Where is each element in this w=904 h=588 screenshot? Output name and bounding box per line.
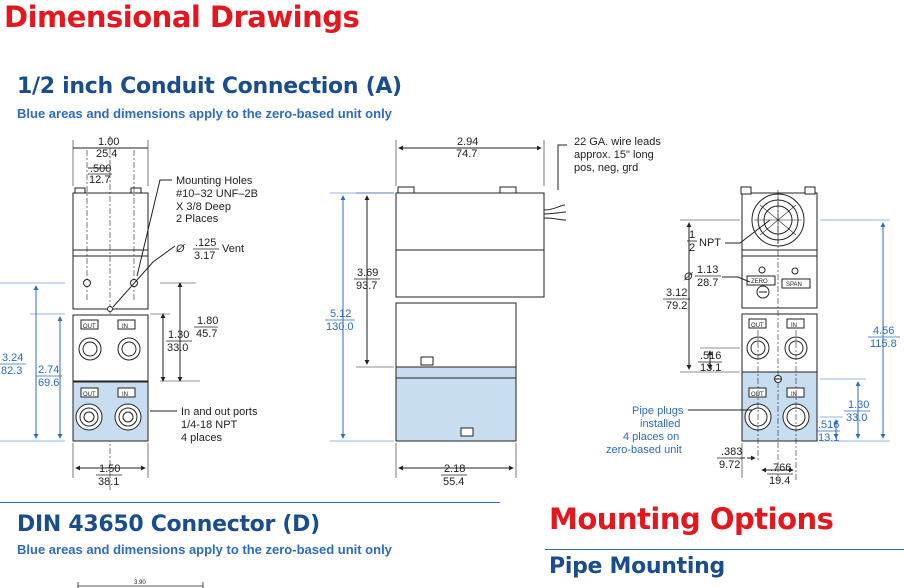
right-view-blue-dims xyxy=(820,219,890,442)
mounting-holes-line-3: X 3/8 Deep xyxy=(176,201,231,213)
right-h312-mm: 79.2 xyxy=(666,300,687,312)
right-h312-in: 3.12 xyxy=(666,287,687,299)
right-dia-mm: 28.7 xyxy=(697,277,718,289)
wire-note-1: 22 GA. wire leads xyxy=(574,136,661,148)
right-w766-mm: 19.4 xyxy=(769,475,790,487)
left-h324-mm: 82.3 xyxy=(1,365,22,377)
right-h456-in: 4.56 xyxy=(873,325,894,337)
left-half-in: .500 xyxy=(90,163,111,175)
pipe-mounting-title: Pipe Mounting xyxy=(549,554,725,579)
middle-h512-mm: 130.0 xyxy=(326,321,354,333)
middle-bottom-mm: 55.4 xyxy=(443,476,464,488)
right-view xyxy=(680,186,818,480)
mounting-options-title: Mounting Options xyxy=(549,502,834,536)
middle-bottom-in: 2.18 xyxy=(444,463,465,475)
left-port-in-label: IN xyxy=(122,324,128,330)
right-h516b-in: .516 xyxy=(818,419,839,431)
right-h516-mm: 13.1 xyxy=(700,362,721,374)
span-label: SPAN xyxy=(786,282,802,288)
left-half-mm: 12.7 xyxy=(89,174,110,186)
wire-note-3: pos, neg, grd xyxy=(574,162,638,174)
mounting-holes-line-1: Mounting Holes xyxy=(176,175,253,187)
right-port-in-label-blue: IN xyxy=(791,392,797,398)
mounting-divider xyxy=(545,549,904,550)
vent-in: .125 xyxy=(195,237,216,249)
vent-label: Vent xyxy=(222,243,244,255)
left-h180-in: 1.80 xyxy=(197,315,218,327)
left-bottom-in: 1.50 xyxy=(99,463,120,475)
middle-h369-mm: 93.7 xyxy=(356,280,377,292)
din-width-in: 3.90 xyxy=(134,580,146,586)
ports-line-2: 1/4-18 NPT xyxy=(181,419,238,431)
left-h180-mm: 45.7 xyxy=(196,328,217,340)
left-width-in: 1.00 xyxy=(98,136,119,148)
right-w766-in: .766 xyxy=(770,462,791,474)
mounting-holes-line-2: #10–32 UNF–2B xyxy=(176,188,258,200)
pipe-plugs-line-2: installed xyxy=(640,418,680,430)
left-h274-in: 2.74 xyxy=(38,364,59,376)
right-port-out-label-blue: OUT xyxy=(751,392,764,398)
right-dia-symbol: Ø xyxy=(683,271,694,283)
pipe-plugs-line-4: zero-based unit xyxy=(606,444,682,456)
right-port-in-label: IN xyxy=(791,323,797,329)
section-a-note: Blue areas and dimensions apply to the z… xyxy=(17,106,392,121)
left-port-out-label-blue: OUT xyxy=(83,392,96,398)
section-a-title: 1/2 inch Conduit Connection (A) xyxy=(17,74,402,99)
left-width-mm: 25.4 xyxy=(96,148,117,160)
din-view-partial xyxy=(77,582,204,588)
left-port-in-label-blue: IN xyxy=(122,392,128,398)
section-d-note: Blue areas and dimensions apply to the z… xyxy=(17,542,392,557)
right-h130-in: 1.30 xyxy=(848,399,869,411)
left-view xyxy=(72,136,200,490)
right-h130-mm: 33.0 xyxy=(846,412,867,424)
page-title: Dimensional Drawings xyxy=(4,0,360,34)
vent-mm: 3.17 xyxy=(194,250,215,262)
middle-view-blue-dims xyxy=(330,192,394,442)
section-d-title: DIN 43650 Connector (D) xyxy=(17,512,320,537)
right-port-out-label: OUT xyxy=(751,323,764,329)
middle-h369-in: 3.69 xyxy=(357,267,378,279)
left-h274-mm: 69.6 xyxy=(38,377,59,389)
ports-line-3: 4 places xyxy=(181,432,222,444)
zero-label: ZERO xyxy=(751,279,768,285)
right-dia-in: 1.13 xyxy=(697,264,718,276)
middle-width-in: 2.94 xyxy=(457,136,478,148)
wire-note-2: approx. 15" long xyxy=(574,149,654,161)
middle-h512-in: 5.12 xyxy=(330,308,351,320)
left-view-blue-dims xyxy=(0,282,65,442)
vent-diameter-symbol: Ø xyxy=(175,243,186,255)
ports-line-1: In and out ports xyxy=(181,406,258,418)
right-h516b-mm: 13.1 xyxy=(818,432,839,444)
pipe-plugs-line-3: 4 places on xyxy=(623,431,679,443)
right-h456-mm: 115.8 xyxy=(870,338,897,350)
middle-width-mm: 74.7 xyxy=(456,148,477,160)
left-h324-in: 3.24 xyxy=(2,352,23,364)
right-w383-in: .383 xyxy=(721,446,742,458)
right-h516-in: .516 xyxy=(700,350,721,362)
left-h130-mm: 33.0 xyxy=(167,342,188,354)
npt-denominator: 2 xyxy=(689,242,695,254)
left-bottom-mm: 38.1 xyxy=(98,476,119,488)
npt-numerator: 1 xyxy=(689,229,695,241)
npt-label: NPT xyxy=(699,237,721,249)
pipe-plugs-line-1: Pipe plugs xyxy=(632,405,684,417)
mounting-holes-line-4: 2 Places xyxy=(176,213,219,225)
right-w383-mm: 9.72 xyxy=(719,459,740,471)
section-divider xyxy=(0,502,500,503)
left-port-out-label: OUT xyxy=(83,324,96,330)
left-h130-in: 1.30 xyxy=(168,329,189,341)
middle-view xyxy=(356,140,567,478)
